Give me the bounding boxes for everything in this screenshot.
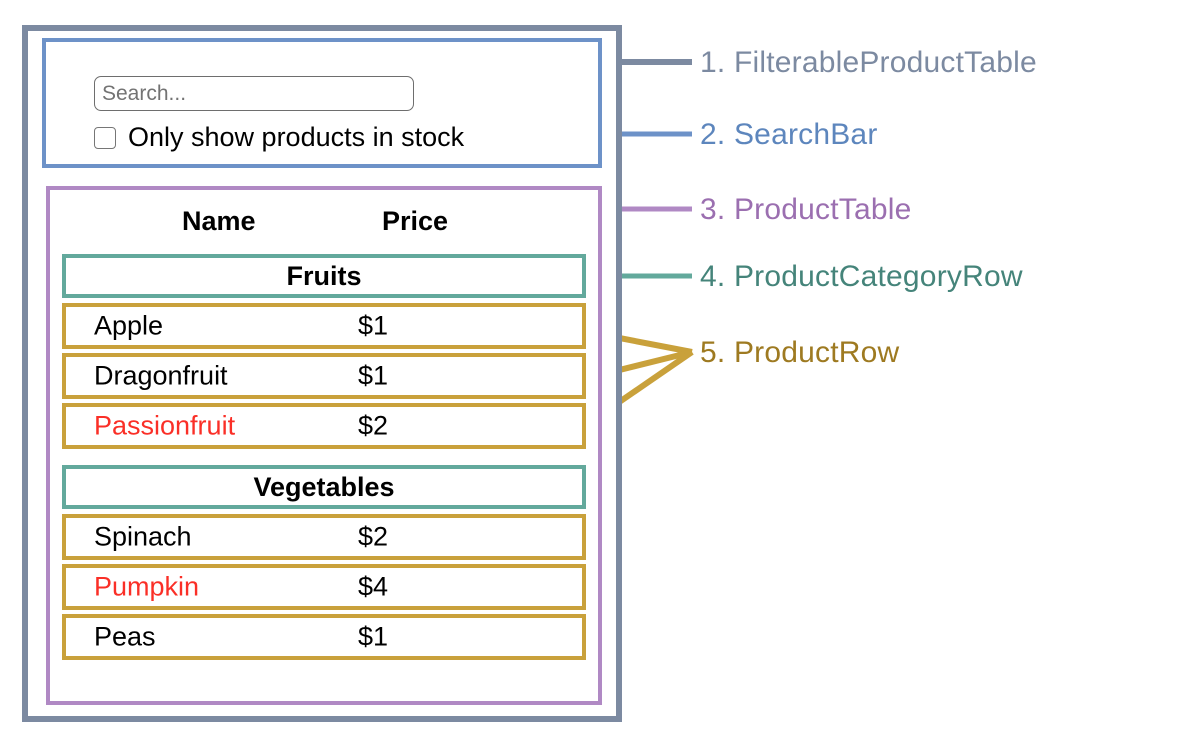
product-row-dragonfruit: Dragonfruit $1 (62, 353, 586, 399)
product-price: $4 (358, 571, 389, 602)
legend-item-product-table: 3. ProductTable (700, 195, 911, 225)
in-stock-checkbox-row[interactable]: Only show products in stock (94, 124, 464, 151)
legend-item-search-bar: 2. SearchBar (700, 120, 878, 150)
legend-number: 5. (700, 336, 726, 369)
legend-label-text: FilterableProductTable (733, 46, 1037, 79)
product-name: Dragonfruit (94, 360, 228, 391)
legend-label-text: ProductCategoryRow (733, 260, 1023, 293)
product-name: Peas (94, 621, 156, 652)
in-stock-checkbox-label: Only show products in stock (128, 122, 465, 152)
search-input[interactable] (94, 76, 414, 111)
product-name: Pumpkin (94, 571, 200, 602)
checkbox-icon[interactable] (94, 126, 116, 149)
product-row-peas: Peas $1 (62, 614, 586, 660)
product-category-row-vegetables: Vegetables (62, 465, 586, 509)
product-row-spinach: Spinach $2 (62, 514, 586, 560)
legend-number: 1. (700, 46, 726, 79)
legend-item-filterable-product-table: 1. FilterableProductTable (700, 48, 1037, 78)
product-category-row-fruits: Fruits (62, 254, 586, 298)
legend-item-product-row: 5. ProductRow (700, 338, 899, 368)
search-bar: Only show products in stock (42, 38, 602, 168)
product-price: $1 (358, 360, 389, 391)
product-row-apple: Apple $1 (62, 303, 586, 349)
product-row-pumpkin: Pumpkin $4 (62, 564, 586, 610)
legend-label-text: SearchBar (733, 118, 878, 151)
product-name: Spinach (94, 521, 192, 552)
product-table-body: Fruits Apple $1 Dragonfruit $1 Passionfr… (62, 254, 586, 664)
legend-label-text: ProductTable (733, 193, 912, 226)
product-price: $1 (358, 621, 389, 652)
product-row-passionfruit: Passionfruit $2 (62, 403, 586, 449)
product-price: $2 (358, 410, 389, 441)
product-name: Passionfruit (94, 410, 236, 441)
legend-number: 2. (700, 118, 726, 151)
category-label: Vegetables (253, 471, 395, 502)
product-table: Name Price Fruits Apple $1 Dragonfruit $… (46, 186, 602, 705)
legend-number: 4. (700, 260, 726, 293)
product-name: Apple (94, 310, 164, 341)
product-table-header: Name Price (50, 198, 598, 246)
product-price: $1 (358, 310, 389, 341)
column-header-price: Price (382, 206, 449, 236)
legend-label-text: ProductRow (733, 336, 900, 369)
column-header-name: Name (182, 206, 256, 236)
product-price: $2 (358, 521, 389, 552)
category-label: Fruits (286, 260, 362, 291)
legend-number: 3. (700, 193, 726, 226)
legend-item-product-category-row: 4. ProductCategoryRow (700, 262, 1023, 292)
